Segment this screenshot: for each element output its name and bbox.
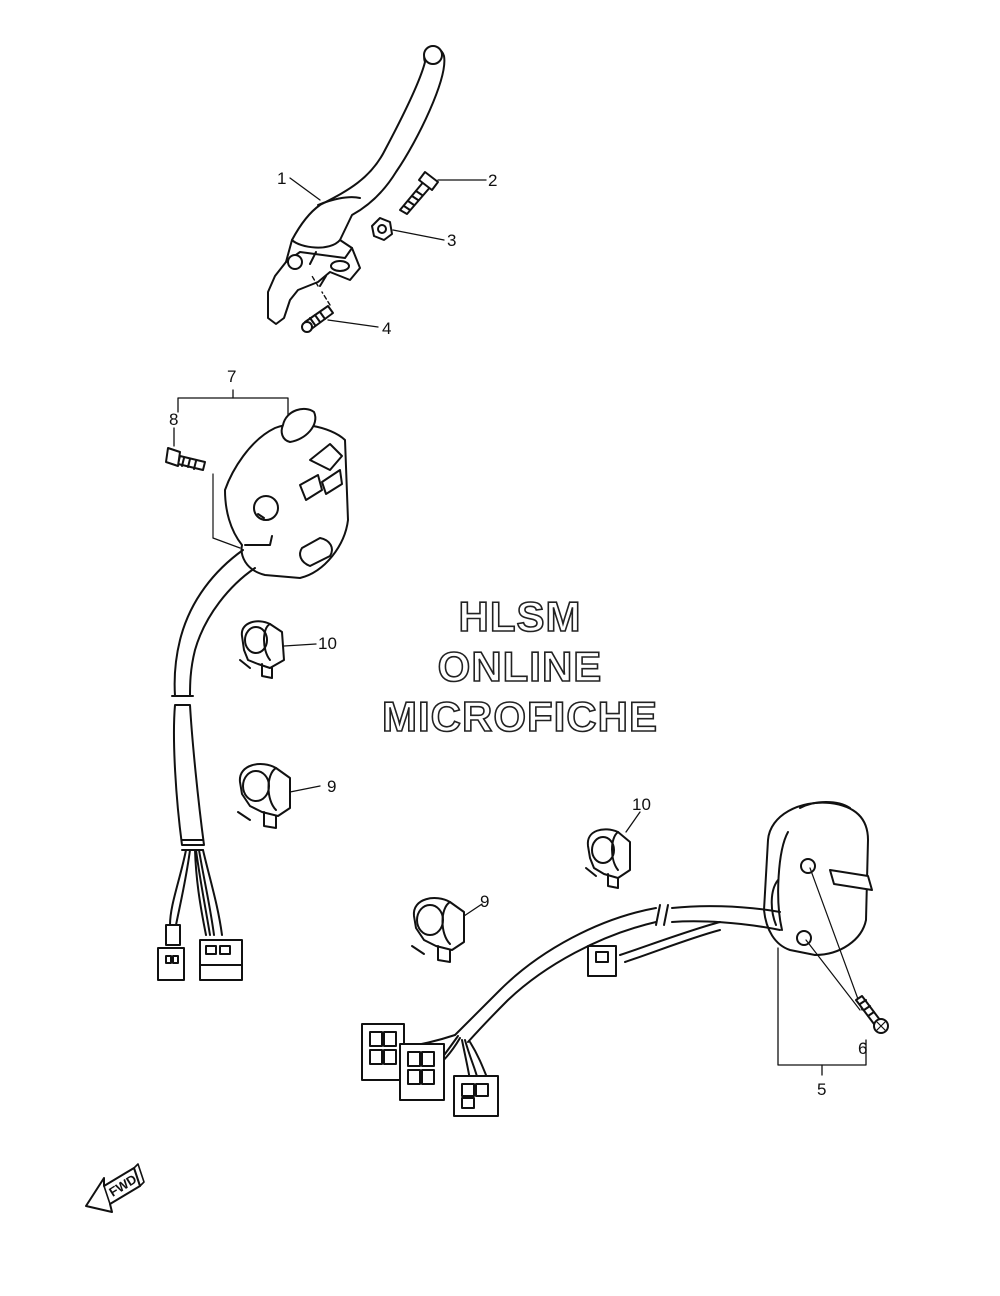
left-switch-screw <box>165 427 206 471</box>
pivot-bolt <box>399 171 487 215</box>
callout-3: 3 <box>447 231 457 250</box>
callout-10-right: 10 <box>632 795 651 814</box>
callout-9-right: 9 <box>480 892 490 911</box>
callout-4: 4 <box>382 319 392 338</box>
watermark-line-3: MICROFICHE <box>381 693 658 740</box>
cable-clamp-10-left <box>239 620 317 679</box>
cable-clamp-9-right <box>411 897 483 963</box>
nut <box>371 217 445 241</box>
watermark-line-2: ONLINE <box>437 643 603 690</box>
callout-10-left: 10 <box>318 634 337 653</box>
fwd-arrow-icon <box>85 1163 145 1213</box>
cable-clamp-9-left <box>237 763 321 829</box>
watermark-line-1: HLSM <box>458 593 582 640</box>
left-switch-assembly <box>157 389 349 981</box>
adjuster-screw <box>301 275 379 333</box>
callout-2: 2 <box>488 171 498 190</box>
right-switch-screw <box>855 995 889 1034</box>
clutch-lever <box>267 45 446 325</box>
callout-9-left: 9 <box>327 777 337 796</box>
callout-1: 1 <box>277 169 287 188</box>
callout-6: 6 <box>858 1039 868 1058</box>
callout-8: 8 <box>169 410 179 429</box>
callout-7: 7 <box>227 367 237 386</box>
right-switch-assembly <box>361 801 873 1117</box>
callout-5: 5 <box>817 1080 827 1099</box>
cable-clamp-10-right <box>585 811 641 889</box>
